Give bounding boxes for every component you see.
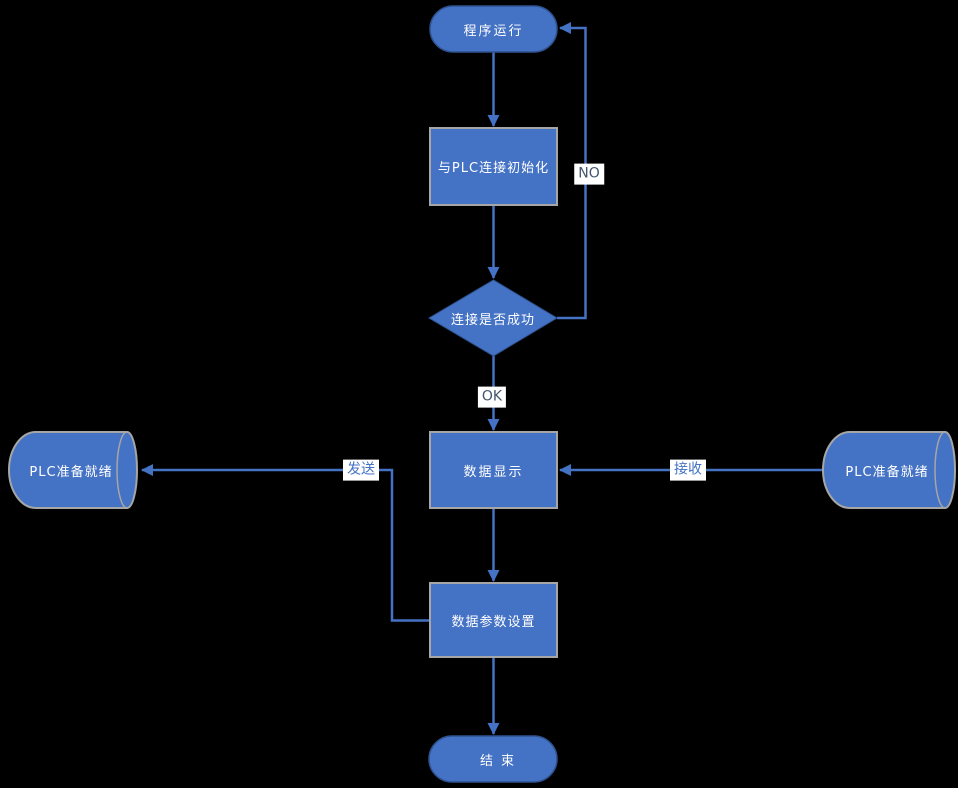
cylinder-seam bbox=[934, 431, 946, 509]
node-start-terminator[interactable] bbox=[429, 5, 558, 53]
edge-label-send: 发送 bbox=[343, 459, 379, 481]
node-decision-diamond[interactable] bbox=[428, 279, 558, 357]
node-init-process[interactable] bbox=[429, 127, 558, 206]
edge-label-receive: 接收 bbox=[670, 459, 706, 481]
edge-label-no: NO bbox=[574, 163, 604, 185]
node-params-process[interactable] bbox=[429, 582, 558, 658]
cylinder-seam bbox=[116, 431, 128, 509]
edge-label-ok: OK bbox=[477, 386, 507, 408]
node-display-process[interactable] bbox=[429, 431, 558, 509]
node-plc-send-cylinder[interactable] bbox=[8, 431, 138, 509]
edge-params-send-to-plc[interactable] bbox=[141, 464, 430, 622]
node-plc-receive-cylinder[interactable] bbox=[822, 431, 956, 509]
node-end-terminator[interactable] bbox=[428, 735, 558, 783]
